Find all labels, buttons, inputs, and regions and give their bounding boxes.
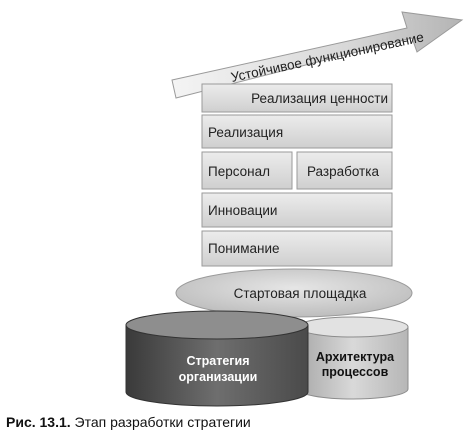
block-realization: Реализация [201,114,393,149]
process-architecture-line2: процессов [322,365,389,379]
block-understanding: Понимание [201,230,393,267]
block-personnel-label: Персонал [208,164,270,179]
process-architecture-line1: Архитектура [316,350,395,364]
figure-caption: Рис. 13.1. Этап разработки стратегии [6,414,251,430]
arrow-label: Устойчивое функционирование [230,29,426,85]
block-innovation-label: Инновации [208,203,277,218]
block-personnel: Персонал [201,151,293,190]
block-innovation: Инновации [201,192,393,228]
block-development: Разработка [296,151,393,190]
block-development-label: Разработка [307,164,379,179]
organization-strategy-line1: Стратегия [187,354,250,368]
launch-platform: Стартовая площадка [175,268,413,318]
block-value-realization: Реализация ценности [201,83,393,113]
caption-text: Этап разработки стратегии [74,414,251,430]
block-understanding-label: Понимание [208,241,280,256]
block-value-realization-label: Реализация ценности [251,91,388,106]
organization-strategy-cylinder: Стратегия организации [125,310,309,407]
block-realization-label: Реализация [208,125,283,140]
process-architecture-cylinder: Архитектура процессов [297,316,409,400]
organization-strategy-line2: организации [179,370,258,384]
caption-number: Рис. 13.1. [6,414,71,430]
launch-platform-label: Стартовая площадка [234,286,367,301]
